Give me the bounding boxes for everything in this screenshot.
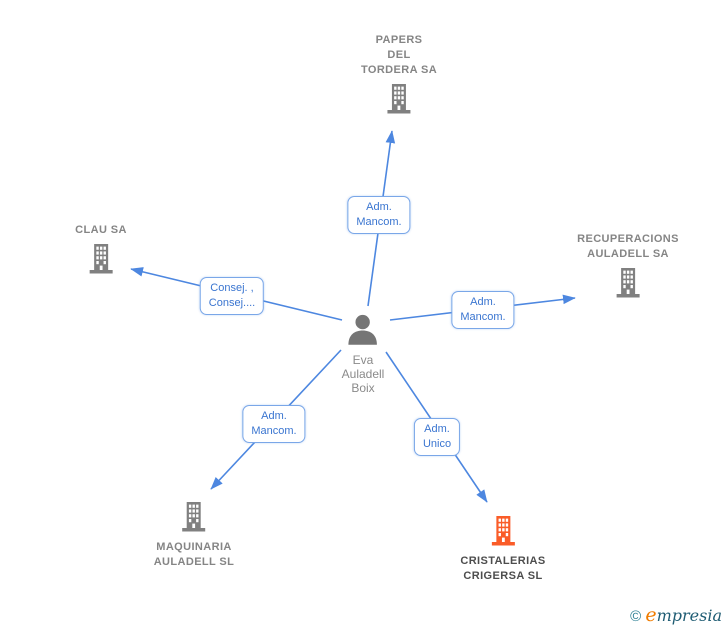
- edge-label-consej-left[interactable]: Consej. , Consej....: [199, 277, 265, 315]
- building-icon: [611, 266, 645, 300]
- empresia-logo-initial: e: [645, 604, 657, 626]
- company-name-line: RECUPERACIONS: [577, 233, 679, 245]
- edge-role-line: Adm.: [470, 296, 496, 308]
- company-name: CLAU SA: [75, 223, 127, 238]
- edge-label-adm-mancom-top[interactable]: Adm. Mancom.: [347, 196, 411, 234]
- edge-label-adm-unico-bottom-right[interactable]: Adm. Unico: [413, 418, 461, 456]
- company-name: MAQUINARIA AULADELL SL: [154, 540, 235, 570]
- company-name-line: MAQUINARIA: [156, 541, 232, 553]
- copyright-symbol: ©: [630, 608, 642, 625]
- company-name: RECUPERACIONS AULADELL SA: [577, 232, 679, 262]
- building-icon: [382, 82, 416, 116]
- node-person-eva-auladell-boix[interactable]: Eva Auladell Boix: [342, 311, 385, 395]
- company-name: CRISTALERIAS CRIGERSA SL: [460, 554, 545, 584]
- empresia-watermark: © empresia: [630, 604, 722, 626]
- edge-role-line: Consej. ,: [210, 282, 254, 294]
- node-papers-del-tordera-sa[interactable]: PAPERS DEL TORDERA SA: [361, 33, 437, 116]
- person-name: Eva Auladell Boix: [342, 353, 385, 395]
- person-name-line: Eva: [352, 353, 374, 367]
- company-name-line: CRISTALERIAS: [460, 555, 546, 567]
- company-name-line: PAPERS: [375, 34, 423, 46]
- node-recuperacions-auladell-sa[interactable]: RECUPERACIONS AULADELL SA: [577, 232, 679, 300]
- company-name-line: TORDERA SA: [360, 64, 438, 76]
- person-name-line: Auladell: [341, 367, 385, 381]
- node-cristalerias-crigersa-sl[interactable]: CRISTALERIAS CRIGERSA SL: [460, 514, 545, 584]
- building-icon: [84, 242, 118, 276]
- edge-role-line: Unico: [422, 438, 452, 450]
- edge-label-adm-mancom-bottom-left[interactable]: Adm. Mancom.: [242, 405, 306, 443]
- person-name-line: Boix: [351, 381, 375, 395]
- edge-role-line: Adm.: [424, 423, 450, 435]
- building-icon: [177, 500, 211, 534]
- company-name-line: AULADELL SL: [153, 556, 235, 568]
- edge-role-line: Mancom.: [460, 311, 506, 323]
- edge-role-line: Adm.: [261, 410, 287, 422]
- building-icon-highlighted: [486, 514, 520, 548]
- edge-role-line: Mancom.: [251, 425, 297, 437]
- node-clau-sa[interactable]: CLAU SA: [75, 223, 127, 276]
- company-name-line: CLAU SA: [75, 224, 127, 236]
- edge-role-line: Consej....: [208, 297, 256, 309]
- person-icon: [344, 311, 382, 349]
- company-name: PAPERS DEL TORDERA SA: [361, 33, 437, 78]
- empresia-logo-text: mpresia: [656, 606, 722, 625]
- company-name-line: DEL: [387, 49, 411, 61]
- node-maquinaria-auladell-sl[interactable]: MAQUINARIA AULADELL SL: [154, 500, 235, 570]
- edge-role-line: Mancom.: [356, 216, 402, 228]
- edge-role-line: Adm.: [366, 201, 392, 213]
- edge-label-adm-mancom-right[interactable]: Adm. Mancom.: [451, 291, 515, 329]
- company-name-line: CRIGERSA SL: [463, 570, 543, 582]
- company-name-line: AULADELL SA: [587, 248, 669, 260]
